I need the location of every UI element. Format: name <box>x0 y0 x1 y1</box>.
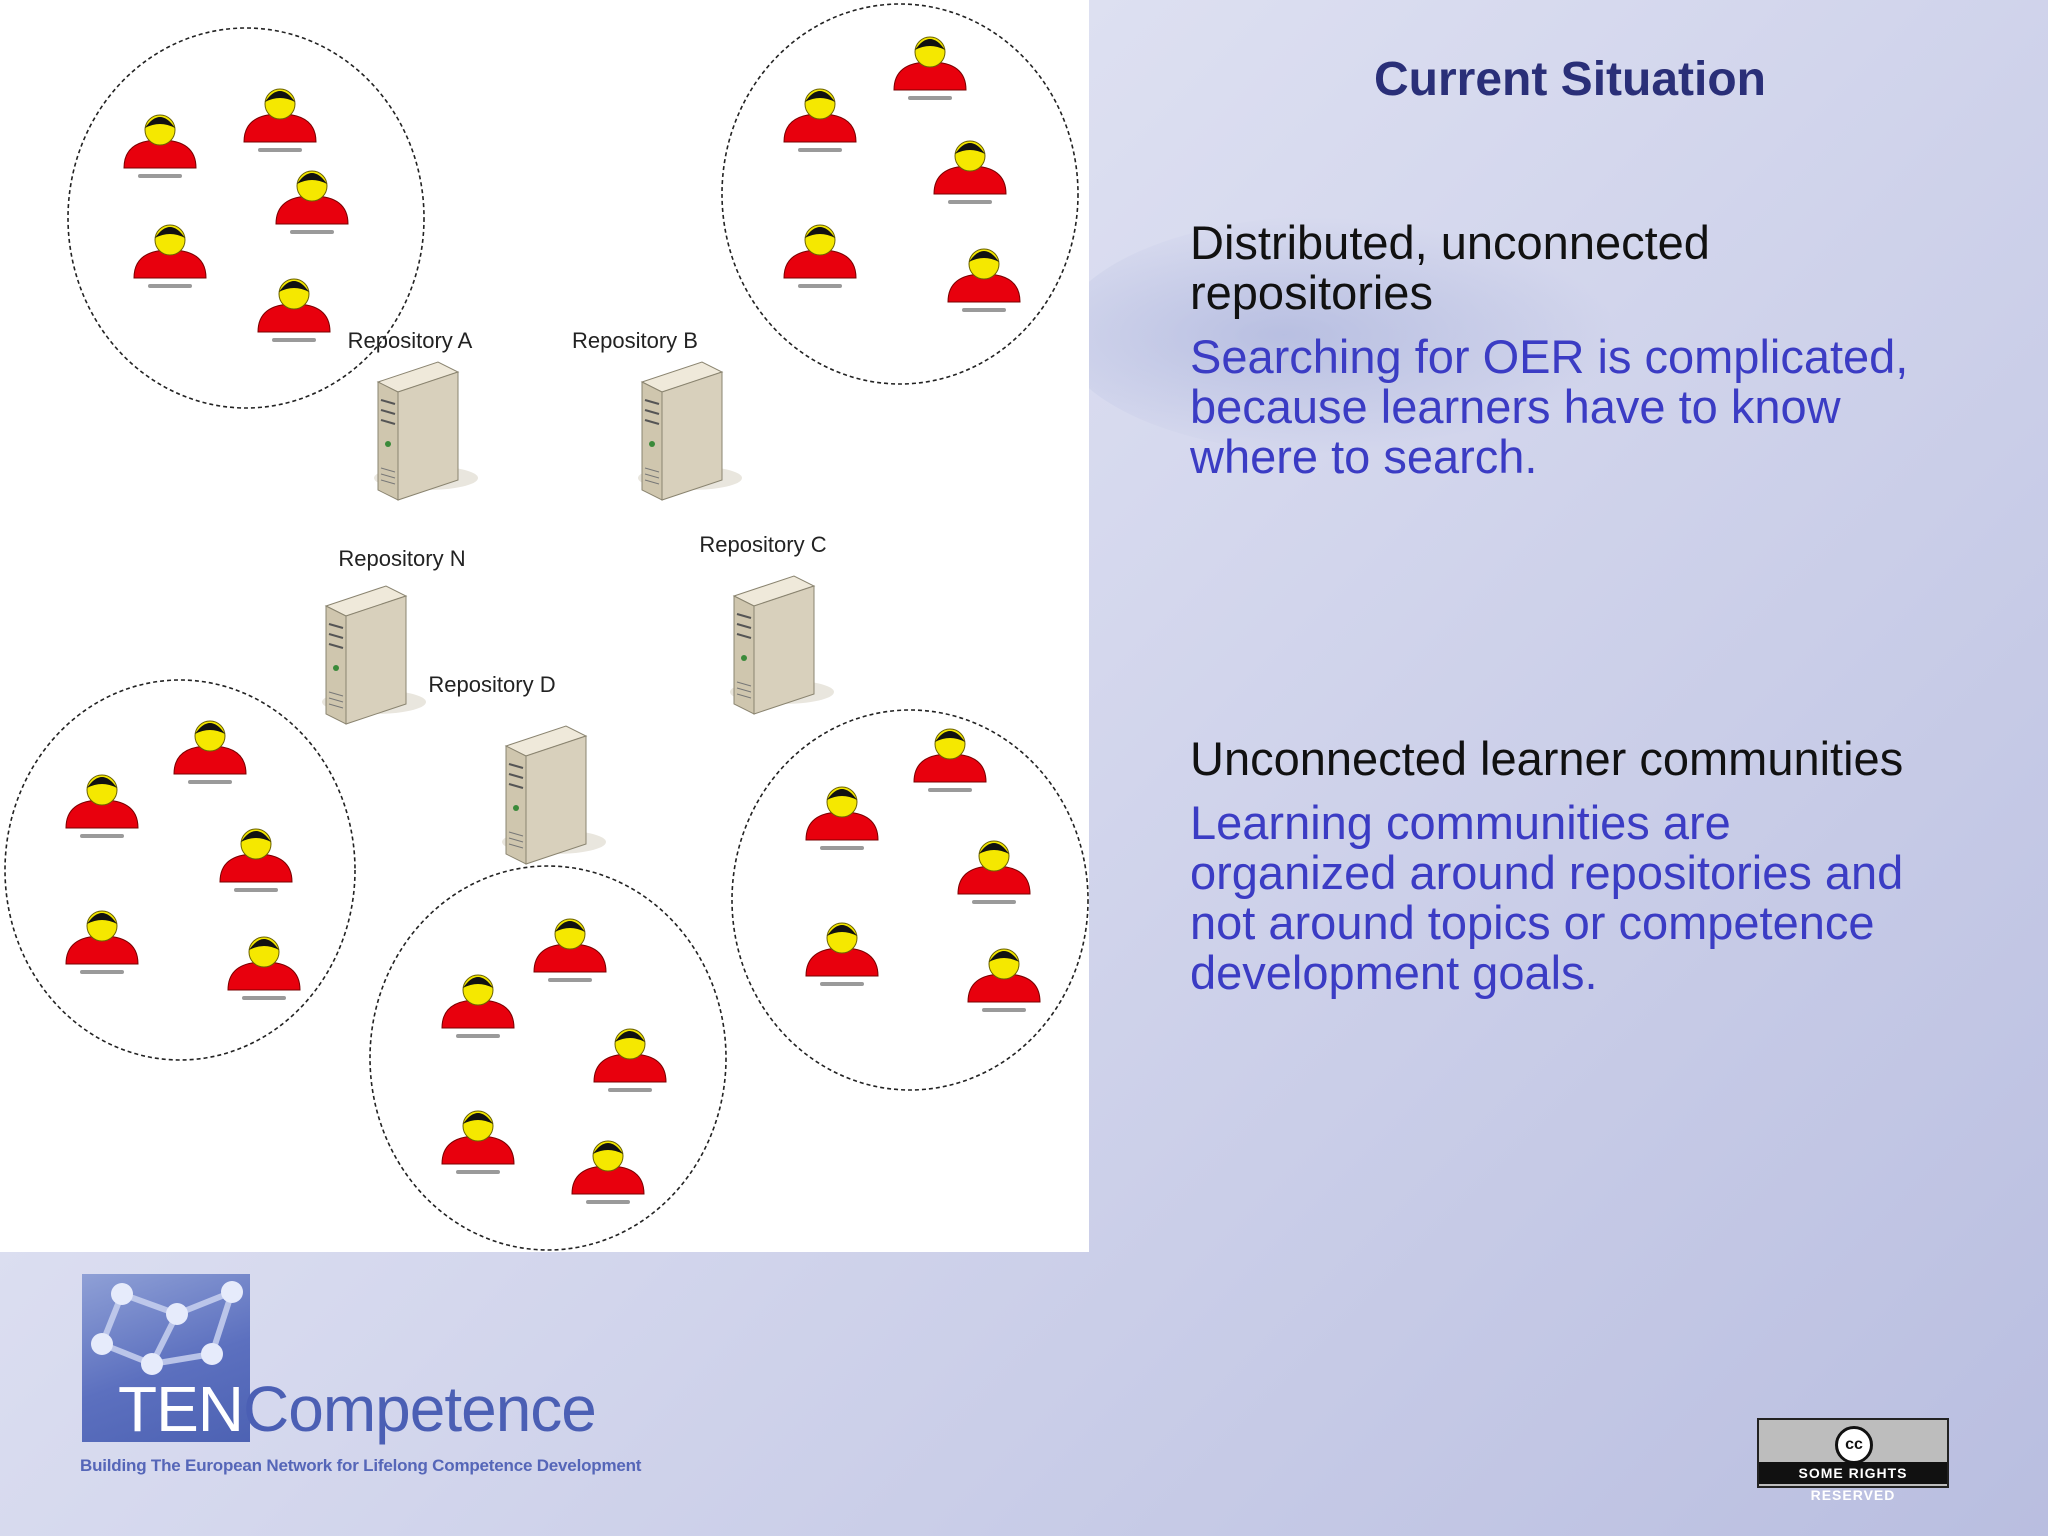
learner-icon <box>257 278 331 342</box>
community-boundary <box>4 679 356 1061</box>
learner-icon <box>783 88 857 152</box>
learner-icon <box>933 140 1007 204</box>
repository-label: Repository C <box>699 532 826 557</box>
logo-ten: TEN <box>118 1373 244 1445</box>
repository-a: Repository A <box>348 328 478 501</box>
repository-label: Repository N <box>338 546 465 571</box>
learner-icon <box>65 910 139 974</box>
learner-icon <box>893 36 967 100</box>
learner-icon <box>571 1140 645 1204</box>
learner-icon <box>913 728 987 792</box>
learner-icon <box>533 918 607 982</box>
repository-label: Repository B <box>572 328 698 353</box>
learner-icon <box>805 922 879 986</box>
repositories-body: Searching for OER is complicated, becaus… <box>1190 330 1909 483</box>
community-top-right <box>721 3 1079 385</box>
communities-heading: Unconnected learner communities <box>1190 732 1904 785</box>
learner-icon <box>133 224 207 288</box>
background-swoosh <box>1060 215 1620 455</box>
section-communities: Unconnected learner communities Learning… <box>1190 734 1950 998</box>
repository-d: Repository D <box>428 672 606 865</box>
community-boundary <box>731 709 1089 1091</box>
diagram-canvas: Repository A Repository B Repository N Repo… <box>4 3 1089 1251</box>
learner-icon <box>65 774 139 838</box>
learner-icon <box>243 88 317 152</box>
repository-b: Repository B <box>572 328 742 501</box>
creative-commons-badge[interactable]: cc SOME RIGHTS RESERVED <box>1757 1418 1949 1503</box>
learner-icon <box>219 828 293 892</box>
cc-license-text: SOME RIGHTS RESERVED <box>1759 1462 1947 1503</box>
repositories-heading: Distributed, unconnected repositories <box>1190 216 1710 319</box>
repository-diagram: Repository A Repository B Repository N Repo… <box>0 0 1089 1252</box>
learner-icon <box>123 114 197 178</box>
cc-icon: cc <box>1835 1426 1873 1464</box>
learner-icon <box>227 936 301 1000</box>
learner-icon <box>805 786 879 850</box>
section-repositories: Distributed, unconnected repositories Se… <box>1190 218 1950 482</box>
learner-icon <box>957 840 1031 904</box>
repository-c: Repository C <box>699 532 834 715</box>
learner-icon <box>275 170 349 234</box>
repository-label: Repository A <box>348 328 473 353</box>
logo-wordmark: TENCompetence <box>118 1373 597 1445</box>
communities-body: Learning communities are organized aroun… <box>1190 796 1904 999</box>
community-boundary <box>369 865 727 1251</box>
community-bottom-right <box>731 709 1089 1091</box>
community-boundary <box>67 27 425 409</box>
network-nodes-graphic <box>91 1281 243 1375</box>
community-bottom-left <box>4 679 356 1061</box>
learner-icon <box>441 1110 515 1174</box>
logo-competence: Competence <box>243 1373 597 1445</box>
learner-icon <box>441 974 515 1038</box>
slide-title: Current Situation <box>1374 53 1766 106</box>
learner-icon <box>173 720 247 784</box>
community-boundary <box>721 3 1079 385</box>
learner-icon <box>593 1028 667 1092</box>
community-bottom-center <box>369 865 727 1251</box>
learner-icon <box>967 948 1041 1012</box>
network-icon <box>82 1274 250 1442</box>
logo-tagline: Building The European Network for Lifelo… <box>80 1456 642 1475</box>
learner-icon <box>783 224 857 288</box>
repository-label: Repository D <box>428 672 555 697</box>
community-top-left <box>67 27 425 409</box>
ten-competence-logo: TENCompetence Building The European Netw… <box>80 1272 680 1482</box>
learner-icon <box>947 248 1021 312</box>
repository-n: Repository N <box>322 546 466 725</box>
